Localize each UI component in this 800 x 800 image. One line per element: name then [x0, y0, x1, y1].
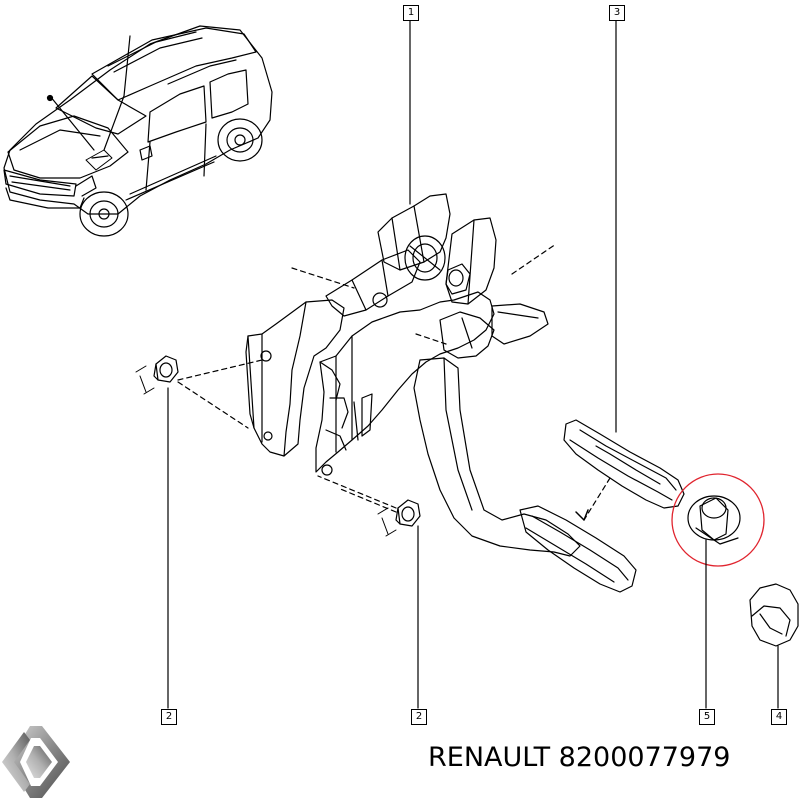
callout-4: 4 — [771, 709, 787, 725]
callout-2-right: 2 — [411, 709, 427, 725]
pedal-assembly — [245, 193, 581, 557]
stop-buffer — [687, 495, 741, 545]
nut-left — [135, 355, 179, 395]
callout-1: 1 — [403, 5, 419, 21]
leader-lines — [167, 19, 779, 709]
brand-part-number: RENAULT 8200077979 — [428, 742, 730, 773]
callout-2-left: 2 — [161, 709, 177, 725]
brand-name: RENAULT — [428, 742, 551, 773]
pad-arrow — [575, 509, 589, 521]
fastener-lines — [177, 359, 397, 513]
highlight-circle — [671, 473, 765, 567]
renault-logo-icon — [2, 726, 70, 798]
pedal-pad — [519, 419, 685, 593]
callout-5: 5 — [699, 709, 715, 725]
callout-3: 3 — [609, 5, 625, 21]
grommet — [749, 583, 799, 647]
part-number: 8200077979 — [558, 742, 731, 773]
car-illustration — [3, 25, 273, 237]
nut-right — [377, 499, 421, 537]
